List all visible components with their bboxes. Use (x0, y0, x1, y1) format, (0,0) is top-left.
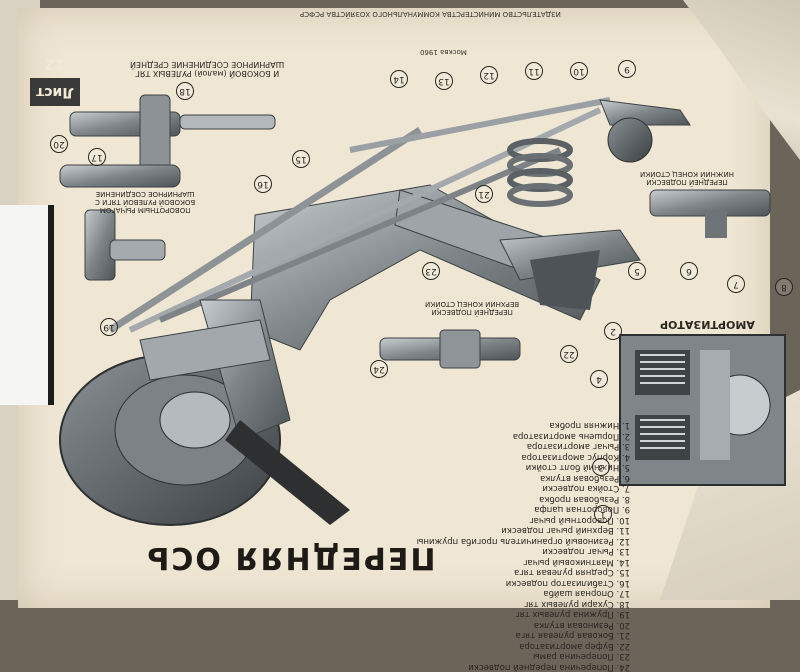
callout-21: 21 (475, 185, 493, 203)
legend-item: 2. Поршень амортизатора (340, 431, 630, 442)
legend-item: 20. Резиновая втулка (340, 620, 630, 631)
callout-23: 23 (422, 262, 440, 280)
photo-scene: ИЗДАТЕЛЬСТВО МИНИСТЕРСТВА КОММУНАЛЬНОГО … (0, 0, 800, 600)
strut-upper-caption-line1: ВЕРХНИЙ КОНЕЦ СТОЙКИ (425, 300, 519, 308)
mid-left-caption-line3: ПОВОРОТНЫМ РЫЧАГОМ (95, 206, 195, 214)
poster-title: ПЕРЕДНЯЯ ОСЬ (130, 540, 450, 575)
tie-rod-joint-detail (60, 95, 275, 187)
legend-item: 23. Поперечина рамы (340, 651, 630, 662)
legend-item: 1. Нижняя пробка (340, 420, 630, 431)
strut-upper-caption-line2: ПЕРЕДНЕЙ ПОДВЕСКИ (425, 308, 519, 316)
strut-lower-caption-line1: НИЖНИЙ КОНЕЦ СТОЙКИ (640, 170, 734, 178)
legend-item: 22. Буфер амортизатора (340, 641, 630, 652)
legend-item: 5. Нижний болт стойки (340, 462, 630, 473)
legend-item: 3. Рычаг амортизатора (340, 441, 630, 452)
callout-9: 9 (618, 60, 636, 78)
legend-item: 7. Стойка подвески (340, 483, 630, 494)
legend-item: 6. Резьбовая втулка (340, 473, 630, 484)
legend-item: 16. Стабилизатор подвески (340, 578, 630, 589)
shock-absorber-caption: АМОРТИЗАТОР (660, 318, 755, 331)
callout-13: 13 (435, 72, 453, 90)
strut-upper-end-detail (380, 330, 520, 368)
callout-17: 17 (88, 148, 106, 166)
callout-1: 1 (594, 505, 612, 523)
callout-18: 18 (176, 82, 194, 100)
mid-left-caption-line1: ШАРНИРНОЕ СОЕДИНЕНИЕ (95, 190, 195, 198)
upper-left-caption-line1: ШАРНИРНОЕ СОЕДИНЕНИЕ СРЕДНЕЙ (130, 60, 284, 69)
callout-22: 22 (560, 345, 578, 363)
legend-item: 21. Боковая рулевая тяга (340, 630, 630, 641)
legend-item: 24. Поперечина передней подвески (340, 662, 630, 672)
callout-2: 2 (604, 322, 622, 340)
tie-rod-arm-joint-detail (85, 210, 165, 280)
callout-4: 4 (590, 370, 608, 388)
callout-7: 7 (727, 275, 745, 293)
callout-8: 8 (775, 278, 793, 296)
legend-item: 19. Пружина рулевых тяг (340, 609, 630, 620)
legend-item: 9. Поворотная цапфа (340, 504, 630, 515)
upper-left-caption-line2: И БОКОВОЙ (малой) РУЛЕВЫХ ТЯГ (130, 69, 284, 78)
strut-lower-caption-line2: ПЕРЕДНЕЙ ПОДВЕСКИ (640, 178, 734, 186)
callout-20: 20 (50, 135, 68, 153)
strut-upper-caption: ПЕРЕДНЕЙ ПОДВЕСКИ ВЕРХНИЙ КОНЕЦ СТОЙКИ (425, 300, 519, 316)
strut-lower-end-detail (650, 190, 770, 238)
mid-left-caption: ПОВОРОТНЫМ РЫЧАГОМ БОКОВОЙ РУЛЕВОЙ ТЯГИ … (95, 190, 195, 214)
legend-item: 4. Корпус амортизатора (340, 452, 630, 463)
callout-12: 12 (480, 66, 498, 84)
callout-14: 14 (390, 70, 408, 88)
callout-5: 5 (628, 262, 646, 280)
callout-3: 3 (592, 458, 610, 476)
callout-10: 10 (570, 62, 588, 80)
legend-item: 8. Резьбовая пробка (340, 494, 630, 505)
callout-16: 16 (254, 175, 272, 193)
callout-19: 19 (100, 318, 118, 336)
callout-24: 24 (370, 360, 388, 378)
strut-lower-caption: ПЕРЕДНЕЙ ПОДВЕСКИ НИЖНИЙ КОНЕЦ СТОЙКИ (640, 170, 734, 186)
legend-item: 18. Сухари рулевых тяг (340, 599, 630, 610)
legend-item: 17. Опорная шайба (340, 588, 630, 599)
callout-15: 15 (292, 150, 310, 168)
legend-item: 11. Верхний рычаг подвески (340, 525, 630, 536)
callout-6: 6 (680, 262, 698, 280)
callout-11: 11 (525, 62, 543, 80)
mid-left-caption-line2: БОКОВОЙ РУЛЕВОЙ ТЯГИ С (95, 198, 195, 206)
upper-left-caption: И БОКОВОЙ (малой) РУЛЕВЫХ ТЯГ ШАРНИРНОЕ … (130, 60, 284, 78)
legend-item: 10. Поворотный рычаг (340, 515, 630, 526)
shock-absorber-cutaway (620, 335, 785, 485)
